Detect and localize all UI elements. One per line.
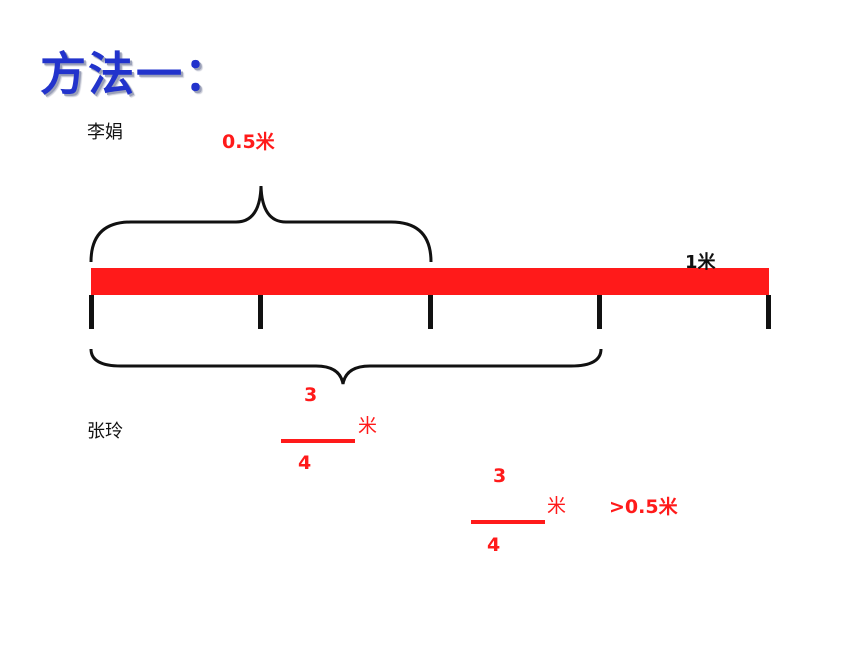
fraction-1-unit: 米 <box>358 415 378 437</box>
fraction-2-denominator: 4 <box>487 534 501 556</box>
lower-brace <box>89 348 603 385</box>
fraction-2-bar <box>471 520 545 524</box>
fraction-2-unit: 米 <box>547 495 567 517</box>
fraction-1-denominator: 4 <box>298 452 312 474</box>
person-a-label: 李娟 <box>87 122 123 143</box>
person-a-length: 0.5米 <box>222 131 275 153</box>
person-b-label: 张玲 <box>87 421 123 442</box>
tick-0 <box>89 295 94 329</box>
fraction-1-numerator: 3 <box>304 384 318 406</box>
tick-2 <box>428 295 433 329</box>
fraction-2-numerator: 3 <box>493 465 507 487</box>
tick-3 <box>597 295 602 329</box>
upper-brace <box>89 185 433 263</box>
tick-4 <box>766 295 771 329</box>
tick-1 <box>258 295 263 329</box>
whole-length-label: 1米 <box>685 252 716 273</box>
whole-bar <box>91 268 769 295</box>
comparison-label: >0.5米 <box>609 496 678 518</box>
fraction-1-bar <box>281 439 355 443</box>
page-title: 方法一： <box>40 47 232 101</box>
